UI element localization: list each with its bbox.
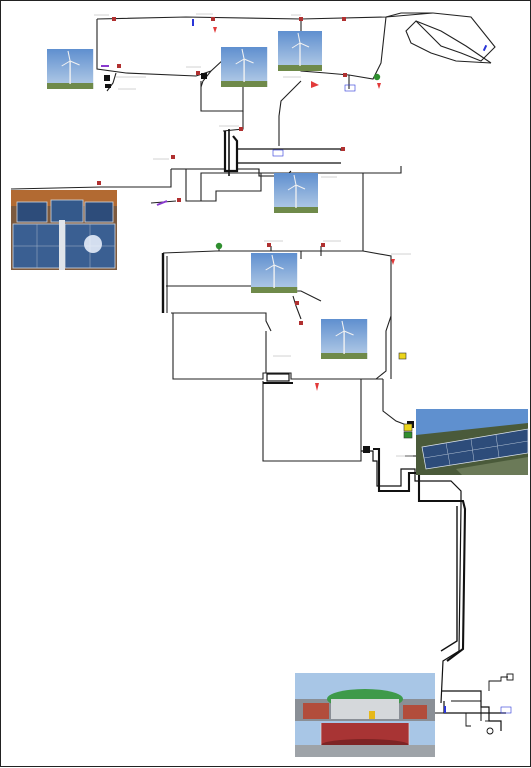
- bus-center-lower: [263, 373, 293, 384]
- wind-turbine-image-2: [220, 46, 268, 88]
- bottom-right-symbols: [485, 673, 514, 735]
- wind-turbine-image-4: [273, 172, 319, 214]
- biogas-plant-image: [295, 673, 435, 757]
- wind-turbine-image-6: [320, 318, 368, 360]
- wind-turbine-image-3: [277, 30, 323, 72]
- bus-left-vertical: [161, 253, 168, 313]
- generator-nodes: [398, 352, 413, 439]
- junction-top-center: [171, 129, 342, 177]
- wind-turbine-image-5: [250, 252, 298, 294]
- blue-markers: [192, 19, 488, 713]
- green-nodes: [215, 73, 381, 250]
- wind-turbine-image-1: [46, 48, 94, 90]
- solar-panel-image-2: [416, 409, 529, 475]
- label-ticks: [94, 13, 413, 457]
- solar-panel-image-1: [11, 190, 117, 270]
